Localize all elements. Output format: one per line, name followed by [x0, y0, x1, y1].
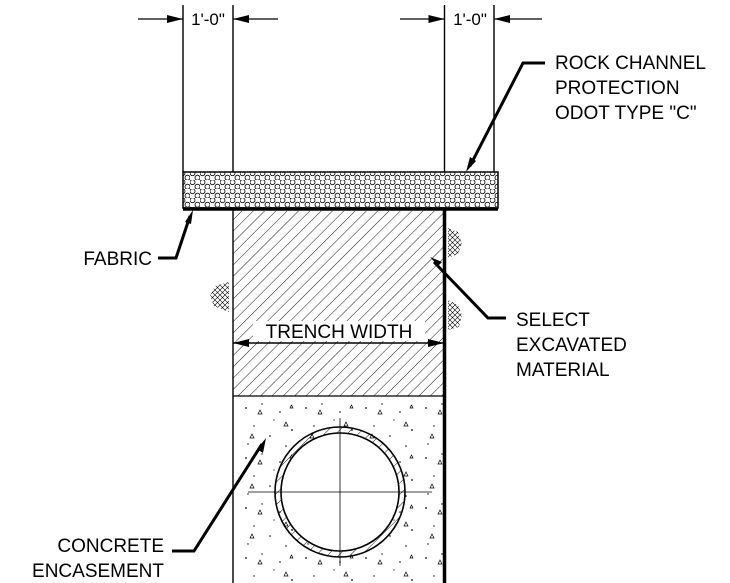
dimension-right-text: 1'-0": [453, 10, 487, 29]
concrete-encasement-callout: CONCRETE ENCASEMENT: [32, 438, 266, 582]
trench-width-label: TRENCH WIDTH: [266, 322, 413, 343]
rock-channel-label-line2: PROTECTION: [555, 78, 680, 99]
select-material-label-line1: SELECT: [516, 310, 590, 331]
pipe-section: [248, 418, 432, 566]
fabric-label: FABRIC: [83, 249, 152, 270]
dimension-left-text: 1'-0": [191, 10, 225, 29]
concrete-encasement-label-line2: ENCASEMENT: [32, 561, 164, 582]
select-material-callout: SELECT EXCAVATED MATERIAL: [430, 257, 627, 381]
dimension-left: 1'-0": [138, 10, 278, 29]
rock-channel-layer: [182, 171, 499, 211]
concrete-encasement-label-line1: CONCRETE: [57, 536, 164, 557]
dimension-extension-lines: [182, 5, 495, 172]
dimension-right: 1'-0": [400, 10, 542, 29]
rock-channel-callout: ROCK CHANNEL PROTECTION ODOT TYPE "C": [466, 53, 706, 172]
rock-channel-label-line1: ROCK CHANNEL: [555, 53, 706, 74]
trench-width-dimension: TRENCH WIDTH: [233, 321, 444, 347]
select-material-label-line2: EXCAVATED: [516, 335, 627, 356]
select-material-label-line3: MATERIAL: [516, 360, 610, 381]
select-material-region: [233, 211, 444, 397]
earth-symbols: [210, 228, 462, 330]
rock-channel-label-line3: ODOT TYPE "C": [555, 103, 697, 124]
fabric-callout: FABRIC: [83, 210, 193, 270]
